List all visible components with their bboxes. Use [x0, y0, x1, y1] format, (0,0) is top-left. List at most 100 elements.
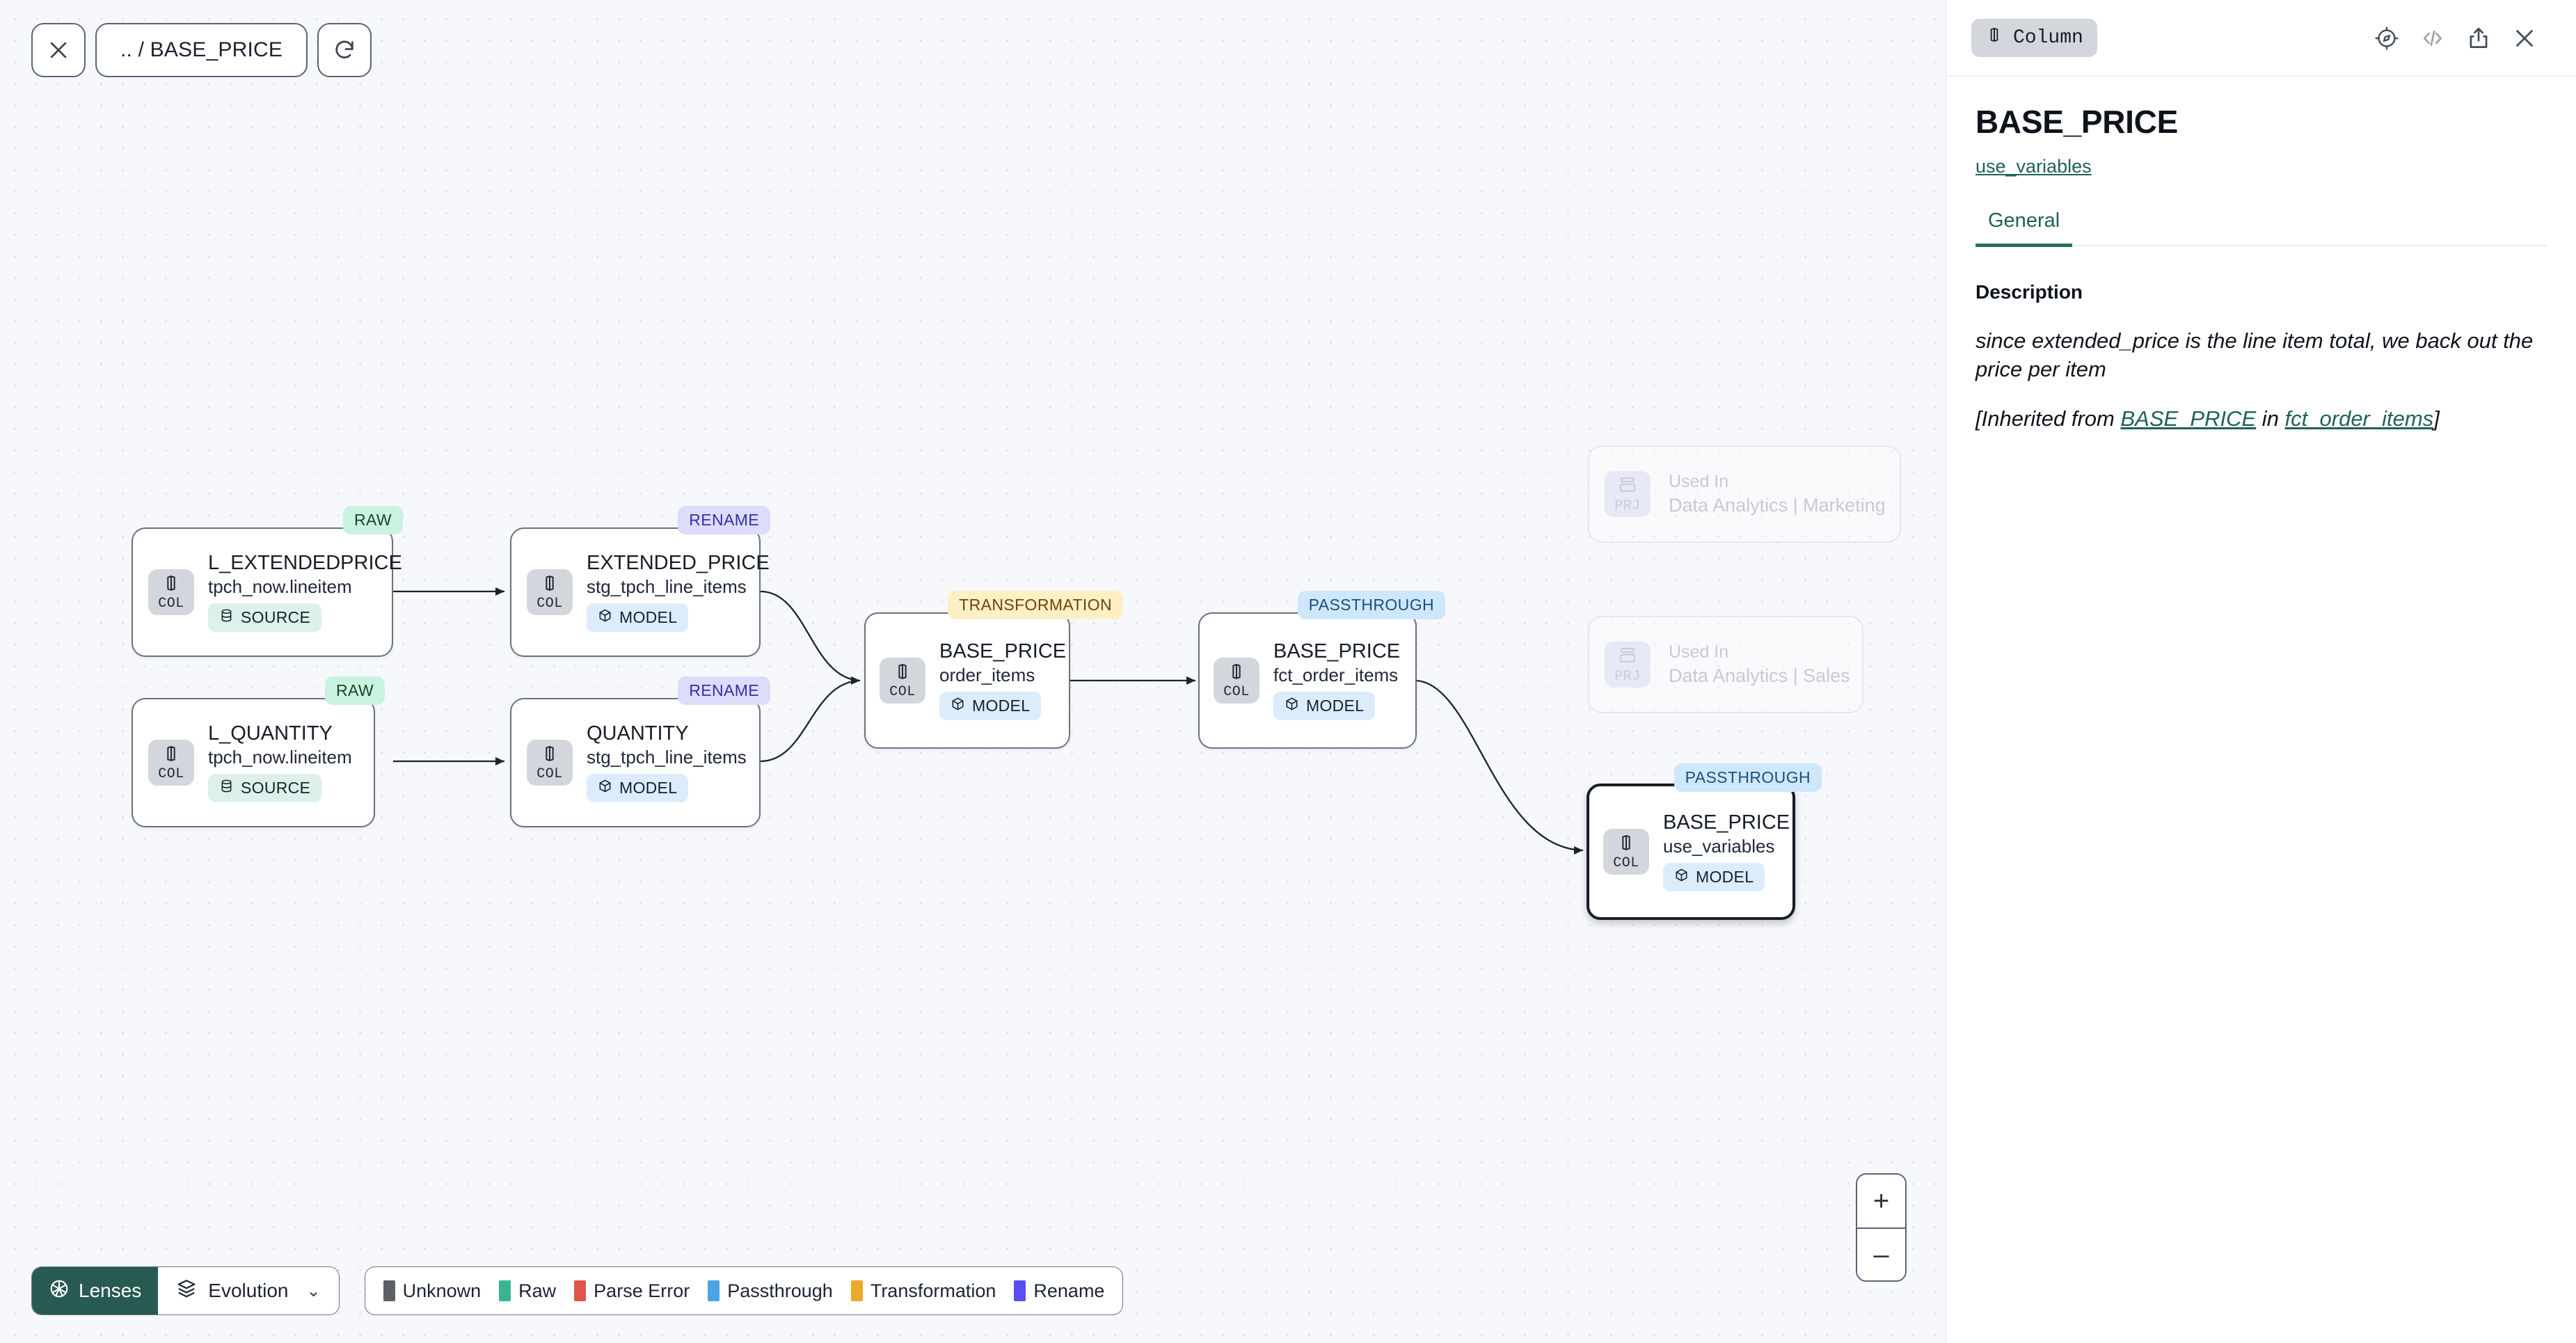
- parent-model-link[interactable]: use_variables: [1975, 156, 2092, 177]
- legend-label: Rename: [1033, 1280, 1105, 1301]
- used-in-project: Data Analytics | Sales: [1669, 665, 1850, 687]
- col-badge-label: COL: [1613, 855, 1639, 871]
- lineage-node-l-quantity[interactable]: RAW COL L_QUANTITY tpch_now.lineitem: [132, 676, 385, 827]
- node-pill-label: MODEL: [619, 779, 678, 797]
- cube-icon: [598, 779, 612, 797]
- node-type-pill-model: MODEL: [587, 603, 689, 633]
- refresh-icon: [333, 38, 356, 62]
- node-subtitle: order_items: [939, 665, 1035, 686]
- lineage-legend: Unknown Raw Parse Error Passthrough Tran…: [364, 1266, 1124, 1315]
- tab-general[interactable]: General: [1975, 209, 2073, 247]
- used-in-node-sales[interactable]: PRJ Used In Data Analytics | Sales: [1588, 616, 1863, 713]
- canvas-toolbar: .. / BASE_PRICE: [31, 23, 372, 77]
- node-type-pill-model: MODEL: [1663, 863, 1765, 892]
- close-button[interactable]: [31, 23, 86, 77]
- node-title: L_EXTENDEDPRICE: [208, 551, 402, 574]
- node-pill-label: MODEL: [1696, 868, 1754, 887]
- legend-swatch: [708, 1280, 720, 1301]
- node-pill-label: MODEL: [619, 608, 678, 627]
- node-title: BASE_PRICE: [939, 639, 1067, 662]
- close-icon[interactable]: [2512, 26, 2537, 51]
- node-type-pill-model: MODEL: [1273, 692, 1376, 721]
- legend-swatch: [574, 1280, 587, 1301]
- lineage-node-base-price-fct-order-items[interactable]: PASSTHROUGH COL BASE_PRICE fct_order_ite…: [1198, 591, 1445, 749]
- layers-icon: [176, 1278, 197, 1304]
- code-icon[interactable]: [2420, 26, 2445, 51]
- column-icon: [1227, 662, 1246, 685]
- compass-icon[interactable]: [2374, 26, 2399, 51]
- cube-icon: [1285, 697, 1299, 715]
- col-badge: COL: [1603, 829, 1649, 875]
- zoom-out-button[interactable]: –: [1857, 1227, 1905, 1280]
- node-subtitle: tpch_now.lineitem: [208, 747, 352, 768]
- col-badge: COL: [527, 740, 573, 786]
- share-icon[interactable]: [2466, 26, 2491, 51]
- lenses-group: Lenses Evolution ⌄: [31, 1266, 340, 1315]
- aperture-icon: [49, 1278, 70, 1304]
- inherited-source-link[interactable]: BASE_PRICE: [2120, 406, 2257, 431]
- entity-kind-chip[interactable]: Column: [1971, 19, 2097, 57]
- inherited-note: [Inherited from BASE_PRICE in fct_order_…: [1975, 405, 2546, 434]
- lenses-button[interactable]: Lenses: [32, 1267, 159, 1314]
- lenses-label: Lenses: [79, 1280, 142, 1301]
- legend-item-rename: Rename: [1014, 1280, 1104, 1302]
- refresh-button[interactable]: [317, 23, 372, 77]
- node-title: BASE_PRICE: [1273, 639, 1401, 662]
- col-badge: COL: [148, 740, 194, 786]
- used-in-node-marketing[interactable]: PRJ Used In Data Analytics | Marketing: [1588, 445, 1901, 543]
- lineage-node-base-price-use-variables[interactable]: PASSTHROUGH COL BASE_PRICE use_variables: [1587, 763, 1822, 920]
- lineage-canvas[interactable]: .. / BASE_PRICE: [0, 0, 1946, 1343]
- chevron-down-icon: ⌄: [306, 1281, 321, 1301]
- node-subtitle: use_variables: [1663, 836, 1775, 857]
- canvas-bottom-bar: Lenses Evolution ⌄ Unknown Raw: [31, 1266, 1124, 1315]
- inherited-suffix: ]: [2433, 406, 2440, 431]
- legend-item-passthrough: Passthrough: [708, 1280, 833, 1302]
- lineage-node-base-price-order-items[interactable]: TRANSFORMATION COL BASE_PRICE order_item…: [864, 591, 1123, 749]
- legend-swatch: [499, 1280, 511, 1301]
- column-icon: [893, 662, 912, 685]
- used-in-project: Data Analytics | Marketing: [1669, 495, 1886, 516]
- evolution-dropdown[interactable]: Evolution ⌄: [158, 1267, 339, 1314]
- inherited-mid: in: [2256, 406, 2285, 431]
- database-icon: [219, 779, 234, 797]
- node-tag-rename: RENAME: [678, 676, 770, 705]
- lineage-node-extended-price[interactable]: RENAME COL EXTENDED_PRICE stg_tpch_line_…: [510, 506, 770, 657]
- inherited-model-link[interactable]: fct_order_items: [2284, 406, 2434, 431]
- breadcrumb[interactable]: .. / BASE_PRICE: [95, 23, 308, 77]
- legend-label: Unknown: [402, 1280, 482, 1301]
- lineage-node-quantity[interactable]: RENAME COL QUANTITY stg_tpch_line_items: [510, 676, 770, 827]
- zoom-in-button[interactable]: +: [1857, 1175, 1905, 1227]
- zoom-controls: + –: [1856, 1173, 1907, 1282]
- evolution-label: Evolution: [208, 1280, 289, 1301]
- legend-label: Raw: [518, 1280, 557, 1301]
- cube-icon: [951, 697, 965, 715]
- prj-badge: PRJ: [1605, 642, 1651, 688]
- lineage-node-l-extendedprice[interactable]: RAW COL L_EXTENDEDPRICE tpch_now.lineite…: [132, 506, 403, 657]
- col-badge: COL: [880, 658, 925, 704]
- col-badge: COL: [527, 569, 573, 615]
- col-badge-label: COL: [158, 596, 184, 612]
- cube-icon: [1674, 868, 1689, 887]
- col-badge: COL: [1214, 658, 1259, 704]
- col-badge-label: COL: [536, 766, 563, 782]
- breadcrumb-label: .. / BASE_PRICE: [120, 38, 283, 61]
- legend-item-transformation: Transformation: [850, 1280, 996, 1302]
- legend-swatch: [850, 1280, 863, 1301]
- legend-swatch: [1014, 1280, 1026, 1301]
- project-icon: [1617, 645, 1638, 669]
- cube-icon: [598, 608, 612, 627]
- node-subtitle: tpch_now.lineitem: [208, 576, 352, 598]
- node-subtitle: fct_order_items: [1273, 665, 1399, 686]
- col-badge-label: COL: [889, 684, 916, 700]
- node-tag-passthrough: PASSTHROUGH: [1673, 763, 1822, 792]
- description-label: Description: [1975, 281, 2083, 303]
- inherited-prefix: [Inherited from: [1975, 406, 2121, 431]
- node-type-pill-model: MODEL: [939, 692, 1042, 721]
- legend-label: Parse Error: [594, 1280, 690, 1301]
- node-subtitle: stg_tpch_line_items: [587, 576, 747, 598]
- description-text-block: since extended_price is the line item to…: [1975, 327, 2546, 434]
- details-tabs: General: [1975, 209, 2547, 247]
- details-panel-body: BASE_PRICE use_variables General Descrip…: [1946, 77, 2576, 434]
- node-title: QUANTITY: [587, 722, 689, 745]
